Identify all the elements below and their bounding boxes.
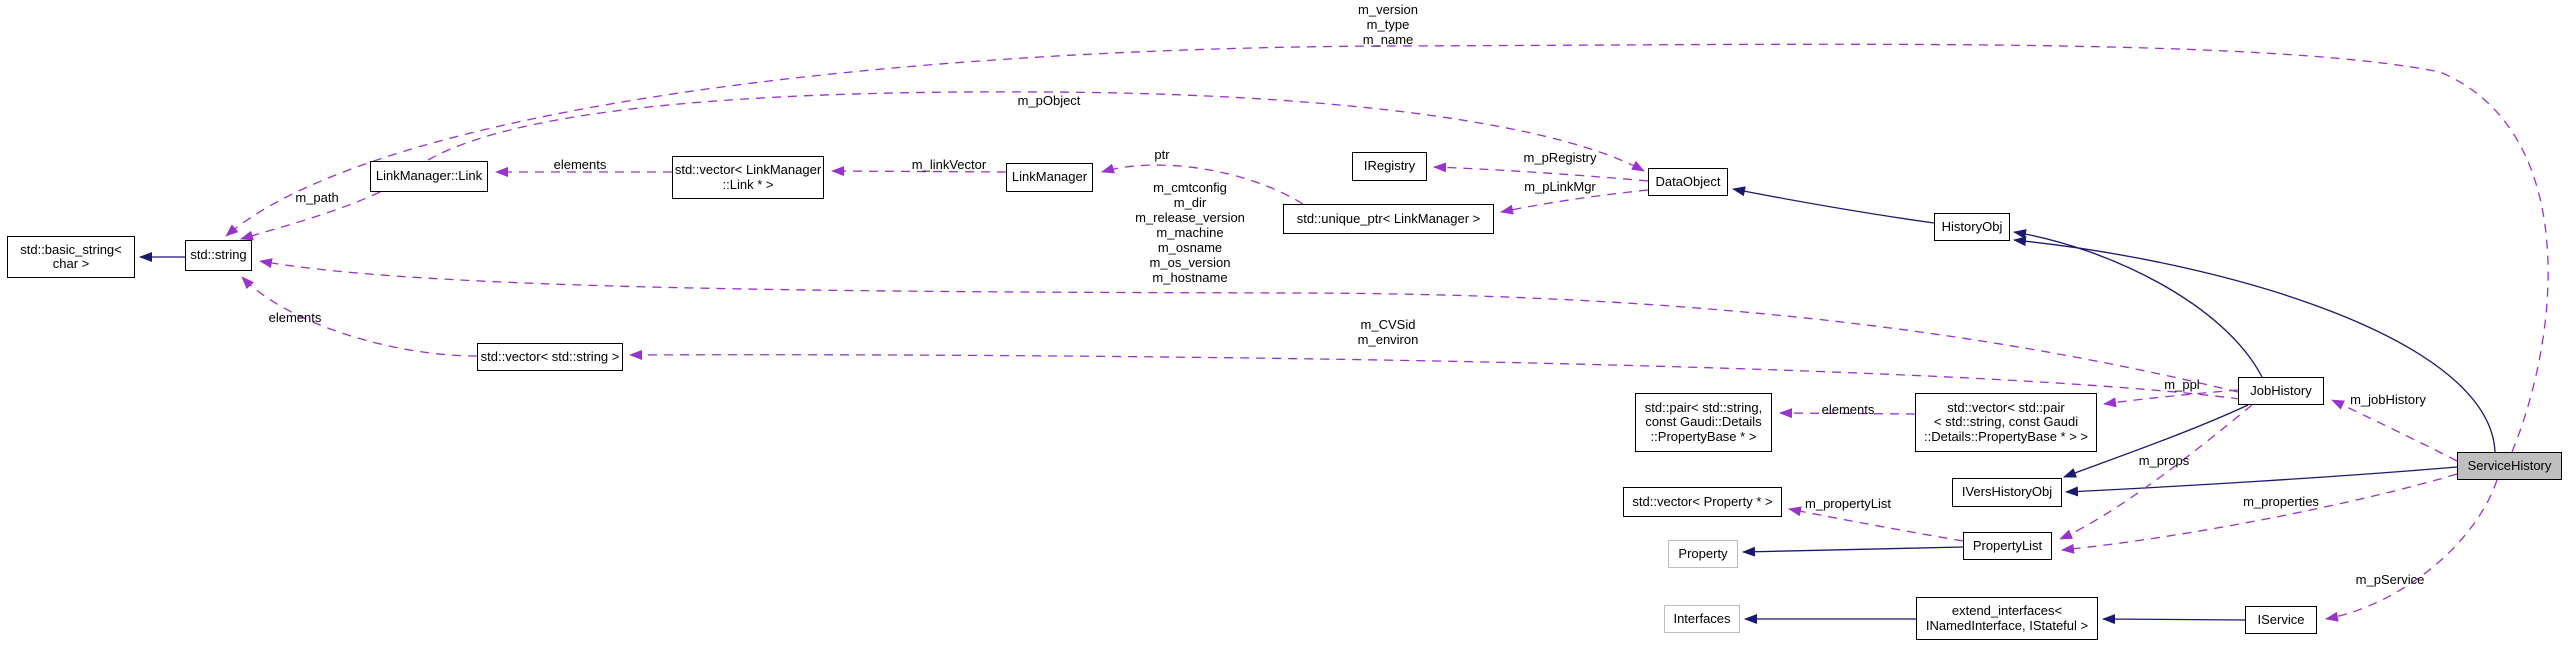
node-servicehistory: ServiceHistory	[2457, 452, 2562, 480]
edge-ptr	[1101, 163, 1304, 205]
edge-jobhistory-historyobj	[2013, 229, 2263, 378]
edge-m-pobject	[427, 91, 1645, 172]
edge-m-version	[225, 43, 2549, 453]
node-vector-property[interactable]: std::vector< Property * >	[1623, 487, 1782, 517]
edge-elements-string	[241, 276, 478, 357]
edge-m-props	[2059, 404, 2253, 540]
node-interfaces[interactable]: Interfaces	[1664, 605, 1740, 633]
edge-iservice-extendinterfaces	[2102, 614, 2246, 625]
edge-m-ppl	[2103, 389, 2239, 408]
edge-historyobj-dataobject	[1732, 186, 1935, 224]
edge-m-pservice	[2325, 479, 2498, 622]
edge-m-cvsid-environ	[629, 349, 2241, 400]
node-extend-interfaces[interactable]: extend_interfaces< INamedInterface, ISta…	[1916, 597, 2098, 640]
edge-propertylist-property	[1742, 546, 1964, 557]
edge-m-linkvector	[831, 166, 1007, 177]
edge-servicehistory-historyobj	[2013, 236, 2496, 453]
node-unique-ptr-linkmanager[interactable]: std::unique_ptr< LinkManager >	[1283, 204, 1494, 234]
edge-elements-pair	[1779, 408, 1916, 419]
node-linkmanager-link[interactable]: LinkManager::Link	[370, 161, 488, 192]
node-ivershistoryobj[interactable]: IVersHistoryObj	[1952, 478, 2062, 507]
edge-servicehistory-ivershistoryobj	[2065, 466, 2458, 497]
edge-jobhistory-ivershistoryobj	[2063, 404, 2249, 478]
node-iservice[interactable]: IService	[2245, 606, 2317, 634]
node-property[interactable]: Property	[1668, 540, 1738, 568]
node-pair-string-propertybase[interactable]: std::pair< std::string, const Gaudi::Det…	[1635, 393, 1772, 452]
node-linkmanager[interactable]: LinkManager	[1006, 163, 1093, 192]
edge-m-properties	[2061, 473, 2458, 554]
node-iregistry[interactable]: IRegistry	[1352, 152, 1427, 181]
node-historyobj[interactable]: HistoryObj	[1934, 213, 2010, 241]
edge-m-pregistry	[1433, 162, 1649, 182]
node-vector-linkmanager-link[interactable]: std::vector< LinkManager ::Link * >	[672, 156, 824, 199]
edge-m-cmtconfig-stack	[259, 258, 2239, 393]
node-vector-string[interactable]: std::vector< std::string >	[477, 343, 623, 371]
node-propertylist[interactable]: PropertyList	[1963, 532, 2052, 560]
edge-m-plinkmgr	[1500, 189, 1649, 215]
node-std-basic-string[interactable]: std::basic_string< char >	[7, 236, 135, 278]
node-jobhistory[interactable]: JobHistory	[2238, 377, 2324, 405]
node-dataobject[interactable]: DataObject	[1648, 168, 1728, 196]
edge-m-path	[240, 191, 381, 241]
edge-m-jobhistory	[2331, 399, 2458, 462]
node-std-string[interactable]: std::string	[185, 240, 252, 271]
edge-m-propertylist	[1788, 506, 1964, 542]
node-vector-pair-string-propertybase[interactable]: std::vector< std::pair < std::string, co…	[1915, 393, 2097, 452]
